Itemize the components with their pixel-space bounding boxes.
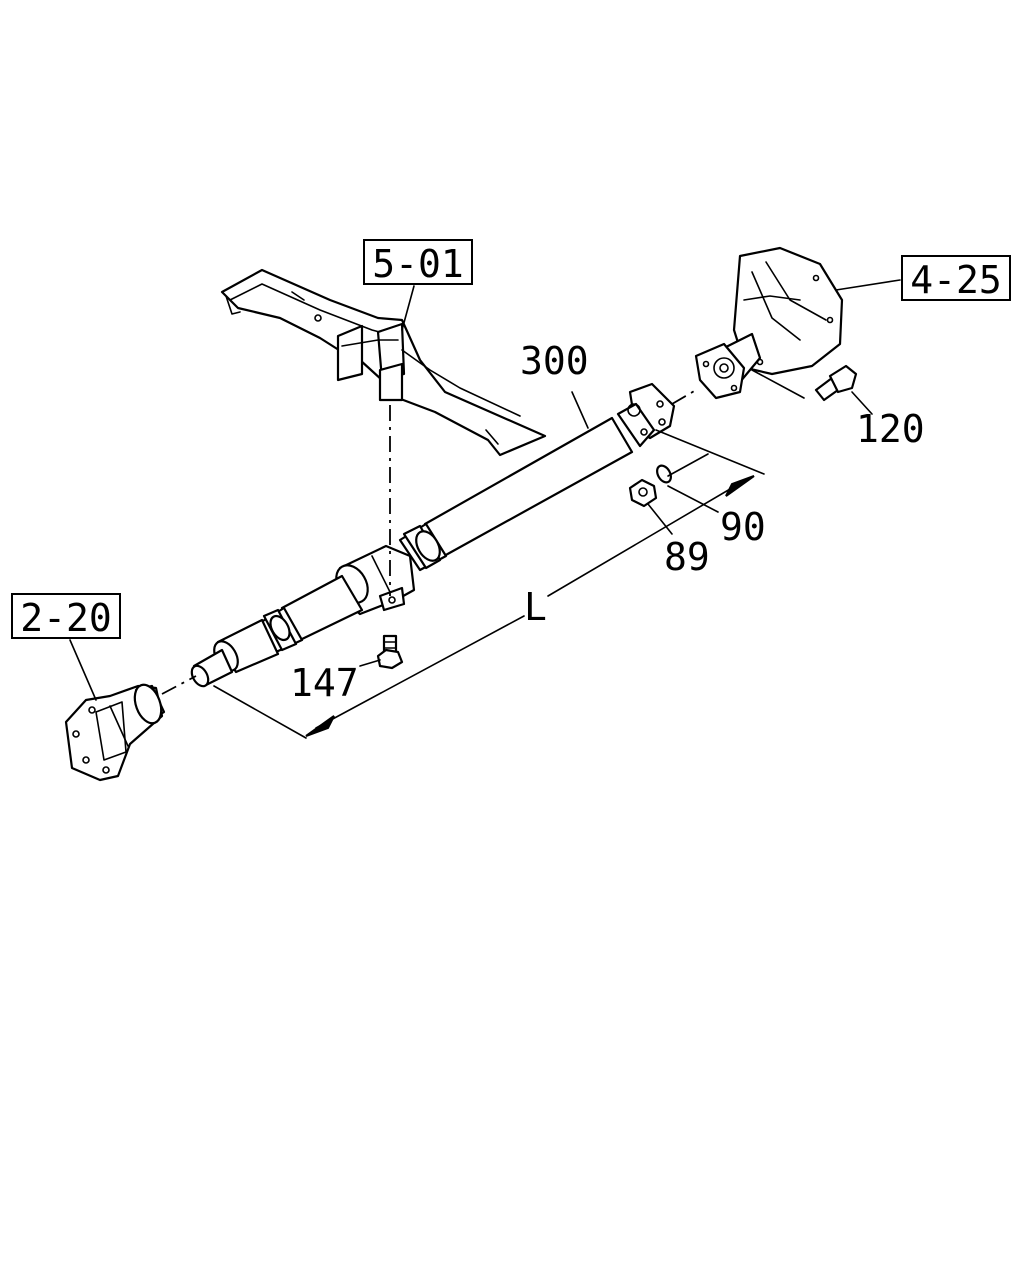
ref-box-transmission: 2-20 bbox=[11, 593, 121, 640]
bolt-120-shape bbox=[814, 364, 858, 402]
frame-crossmember bbox=[220, 268, 547, 457]
dimension-L bbox=[213, 429, 765, 739]
bolt-147-shape bbox=[376, 634, 404, 670]
ref-label-frame: 5-01 bbox=[372, 242, 464, 286]
ref-label-transmission: 2-20 bbox=[20, 596, 112, 640]
leader-lines bbox=[69, 279, 901, 701]
rear-axle-differential bbox=[694, 246, 844, 400]
ref-box-frame: 5-01 bbox=[363, 239, 473, 286]
transmission-housing bbox=[64, 683, 166, 782]
ref-box-rear-axle: 4-25 bbox=[901, 255, 1011, 302]
callout-147: 147 bbox=[290, 661, 359, 705]
callout-90: 90 bbox=[720, 505, 766, 549]
assembly-lines bbox=[161, 369, 805, 695]
nut-89-shape bbox=[628, 478, 658, 508]
washer-90-shape bbox=[656, 464, 672, 484]
callout-300: 300 bbox=[520, 339, 589, 383]
callout-120: 120 bbox=[856, 407, 925, 451]
propeller-shaft bbox=[190, 382, 676, 688]
dimension-label-L: L bbox=[524, 585, 547, 629]
ref-label-rear-axle: 4-25 bbox=[910, 258, 1002, 302]
callout-89: 89 bbox=[664, 535, 710, 579]
